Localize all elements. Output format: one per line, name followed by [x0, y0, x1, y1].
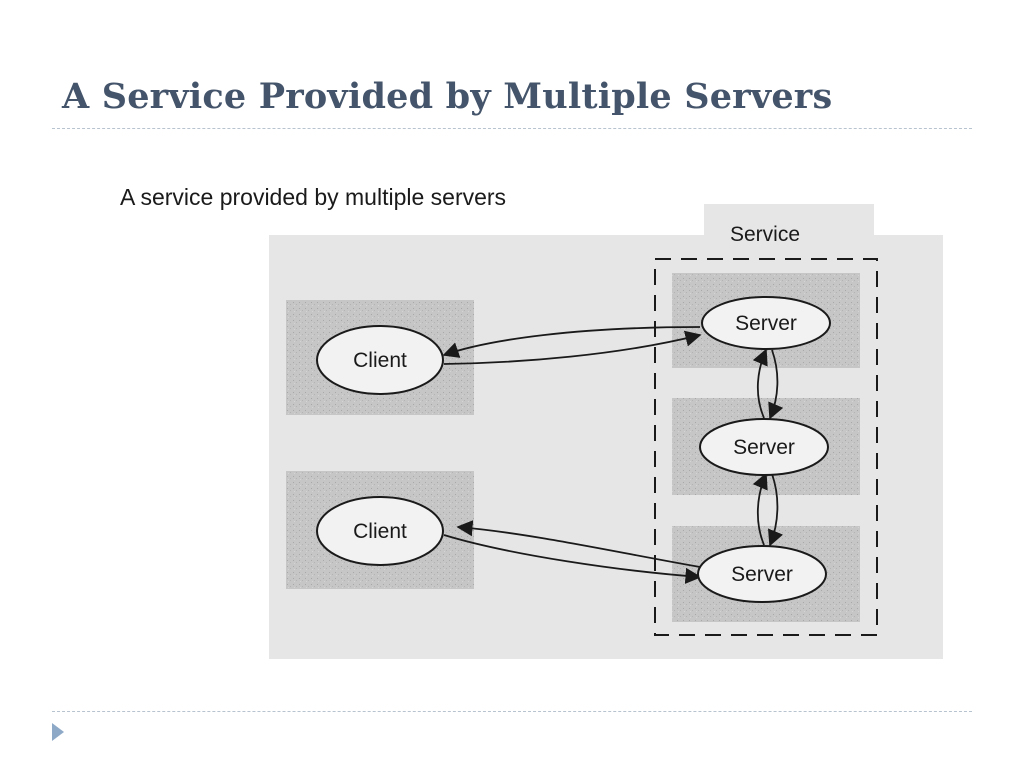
arrow-server3-to-client2	[456, 520, 701, 568]
service-diagram: A service provided by multiple servers S…	[100, 175, 960, 675]
triangle-bullet-icon	[52, 723, 64, 741]
service-label: Service	[730, 223, 800, 246]
server-node-1: Server	[701, 296, 831, 350]
server-label: Server	[733, 436, 795, 459]
client-node-1: Client	[316, 325, 444, 395]
arrow-server3-to-server2	[752, 472, 768, 546]
footer-divider	[52, 711, 972, 712]
service-boundary	[654, 258, 878, 636]
arrow-server2-to-server3	[768, 473, 784, 547]
server-label: Server	[735, 312, 797, 335]
arrow-server1-to-server2	[768, 349, 784, 420]
arrow-server1-to-client1	[442, 326, 701, 358]
client-label: Client	[353, 520, 407, 543]
figure-caption: A service provided by multiple servers	[120, 184, 506, 210]
arrow-server2-to-server1	[752, 348, 768, 419]
service-tab	[704, 204, 874, 238]
server-node-2: Server	[699, 418, 829, 476]
arrow-client2-to-server3	[443, 534, 702, 584]
arrow-client1-to-server1	[443, 330, 702, 365]
title-divider	[52, 128, 972, 129]
client-node-2: Client	[316, 496, 444, 566]
slide-title: A Service Provided by Multiple Servers	[62, 76, 833, 117]
client-label: Client	[353, 349, 407, 372]
server-node-3: Server	[697, 545, 827, 603]
server-label: Server	[731, 563, 793, 586]
